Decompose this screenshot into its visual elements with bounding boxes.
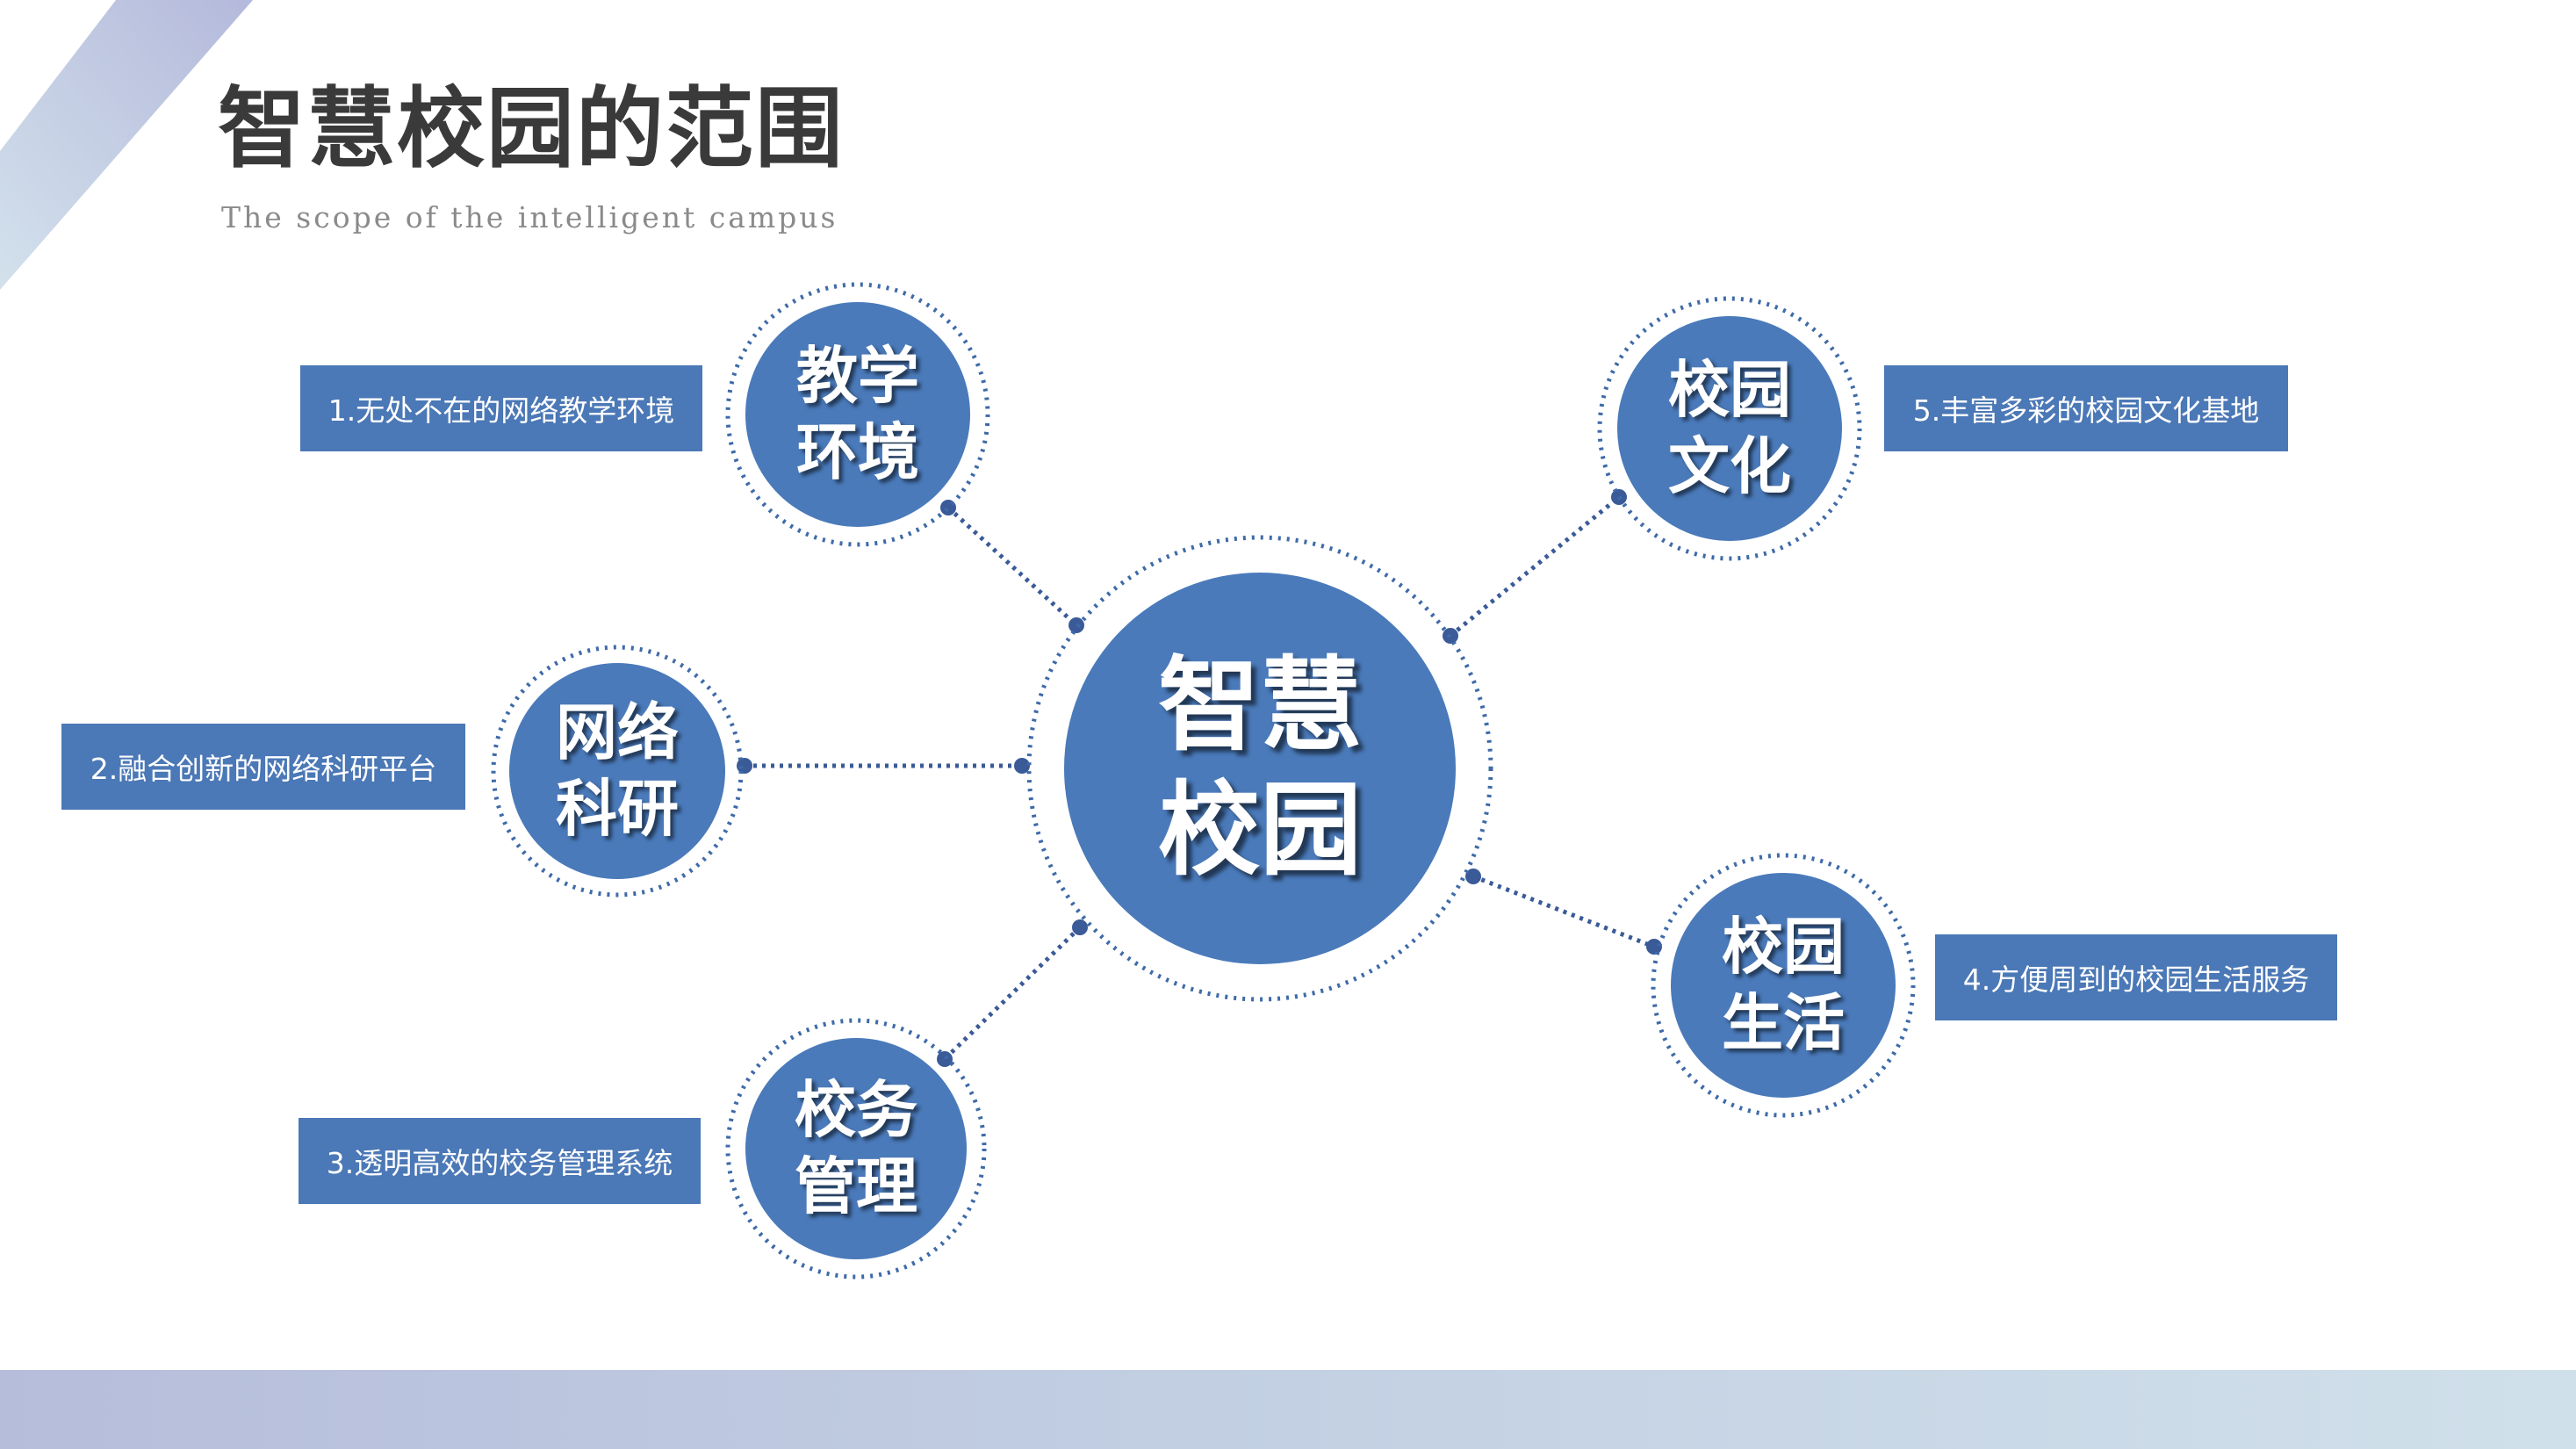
connector-school-management: [937, 919, 1088, 1067]
description-campus-culture: 5.丰富多彩的校园文化基地: [1884, 365, 2288, 451]
connector-network-research: [737, 758, 1030, 774]
corner-stripe: [0, 0, 253, 290]
description-campus-life: 4.方便周到的校园生活服务: [1935, 934, 2337, 1020]
center-node: [1026, 535, 1493, 1002]
node-teaching-environment: [725, 282, 990, 547]
node-campus-life: [1651, 853, 1916, 1118]
connector-campus-life: [1465, 869, 1662, 955]
node-network-research: [491, 645, 744, 898]
description-network-research: 2.融合创新的网络科研平台: [61, 724, 465, 810]
node-campus-culture: [1597, 296, 1862, 561]
description-teaching-environment: 1.无处不在的网络教学环境: [300, 365, 702, 451]
page-subtitle: The scope of the intelligent campus: [221, 200, 838, 234]
page-title: 智慧校园的范围: [218, 77, 845, 180]
connector-campus-culture: [1443, 489, 1627, 644]
description-school-management: 3.透明高效的校务管理系统: [299, 1118, 701, 1204]
bottom-band: [0, 1370, 2576, 1449]
node-school-management: [725, 1018, 987, 1280]
connector-teaching-environment: [940, 500, 1084, 633]
